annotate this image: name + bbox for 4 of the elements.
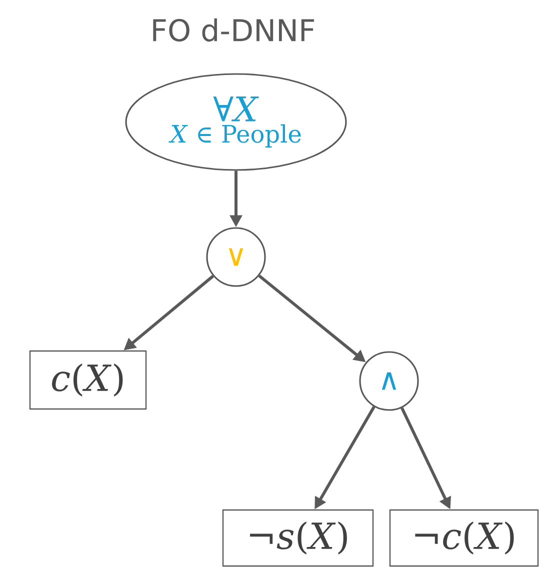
literal-box: ¬s(X) — [222, 509, 374, 567]
literal-box: c(X) — [29, 350, 147, 410]
title: FO d-DNNF — [153, 18, 314, 42]
literal-box: ¬c(X) — [389, 509, 539, 567]
